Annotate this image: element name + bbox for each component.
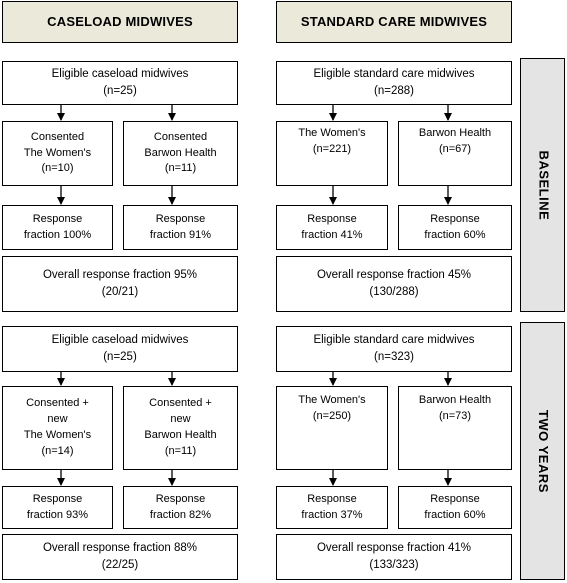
- box-count: (n=67): [438, 142, 472, 155]
- twoyears-standard-barwon-response-box: Response fraction 60%: [398, 486, 512, 529]
- box-text: Eligible caseload midwives: [51, 334, 189, 347]
- twoyears-caseload-overall-box: Overall response fraction 88% (22/25): [2, 534, 238, 580]
- box-text: Eligible standard care midwives: [313, 334, 475, 347]
- box-text: fraction 60%: [424, 508, 486, 521]
- baseline-caseload-barwon-box: Consented Barwon Health (n=11): [123, 121, 238, 186]
- box-count: (n=14): [41, 444, 74, 457]
- box-text: Consented: [153, 130, 208, 143]
- twoyears-standard-eligible-box: Eligible standard care midwives (n=323): [276, 326, 512, 372]
- baseline-caseload-womens-response-box: Response fraction 100%: [2, 205, 113, 250]
- box-text: fraction 91%: [149, 228, 212, 241]
- baseline-standard-overall-box: Overall response fraction 45% (130/288): [276, 256, 512, 312]
- box-count: (n=73): [438, 409, 472, 422]
- box-text: Response: [155, 492, 206, 505]
- twoyears-caseload-womens-response-box: Response fraction 93%: [2, 486, 113, 529]
- box-count: (n=250): [312, 409, 352, 422]
- box-text: Response: [32, 492, 83, 505]
- twoyears-standard-overall-box: Overall response fraction 41% (133/323): [276, 534, 512, 580]
- box-text: Barwon Health: [418, 394, 492, 406]
- box-count: (130/288): [369, 286, 419, 298]
- box-count: (n=25): [103, 85, 137, 97]
- standard-header: STANDARD CARE MIDWIVES: [276, 1, 512, 43]
- twoyears-caseload-barwon-box: Consented + new Barwon Health (n=11): [123, 386, 238, 470]
- box-text: Overall response fraction 45%: [316, 269, 472, 282]
- box-text: Overall response fraction 95%: [42, 269, 198, 282]
- baseline-standard-barwon-box: Barwon Health (n=67): [398, 121, 512, 186]
- twoyears-standard-womens-response-box: Response fraction 37%: [276, 486, 388, 529]
- caseload-header: CASELOAD MIDWIVES: [2, 1, 238, 43]
- box-text: Consented +: [26, 397, 89, 410]
- baseline-caseload-womens-box: Consented The Women's (n=10): [2, 121, 113, 186]
- baseline-caseload-eligible-box: Eligible caseload midwives (n=25): [2, 61, 238, 105]
- twoyears-standard-barwon-box: Barwon Health (n=73): [398, 386, 512, 470]
- box-text: Eligible standard care midwives: [313, 68, 475, 81]
- box-text: Barwon Health: [144, 429, 217, 441]
- baseline-standard-womens-response-box: Response fraction 41%: [276, 205, 388, 250]
- baseline-caseload-overall-box: Overall response fraction 95% (20/21): [2, 256, 238, 312]
- box-text: The Women's: [23, 146, 92, 159]
- box-text: Consented: [30, 130, 85, 143]
- box-text: Barwon Health: [418, 127, 492, 139]
- twoyears-caseload-eligible-box: Eligible caseload midwives (n=25): [2, 326, 238, 372]
- box-count: (n=288): [374, 85, 414, 97]
- box-text: Response: [32, 212, 83, 225]
- box-text: Barwon Health: [144, 146, 217, 159]
- box-text: new: [170, 413, 191, 426]
- box-text: Overall response fraction 88%: [42, 542, 198, 555]
- box-text: fraction 82%: [149, 508, 212, 521]
- box-text: The Women's: [23, 429, 92, 441]
- twoyears-caseload-barwon-response-box: Response fraction 82%: [123, 486, 238, 529]
- box-text: fraction 41%: [301, 228, 363, 241]
- box-text: The Women's: [298, 127, 366, 139]
- box-text: fraction 37%: [301, 508, 363, 521]
- twoyears-caseload-womens-box: Consented + new The Women's (n=14): [2, 386, 113, 470]
- box-text: Response: [430, 492, 480, 505]
- baseline-standard-womens-box: The Women's (n=221): [276, 121, 388, 186]
- box-text: Response: [430, 212, 480, 225]
- twoyears-standard-womens-box: The Women's (n=250): [276, 386, 388, 470]
- box-count: (n=323): [374, 351, 414, 363]
- box-text: Response: [307, 492, 357, 505]
- box-text: The Women's: [298, 394, 366, 406]
- box-count: (n=221): [312, 142, 352, 155]
- baseline-standard-barwon-response-box: Response fraction 60%: [398, 205, 512, 250]
- box-text: fraction 100%: [23, 228, 92, 241]
- phase-label-two-years: TWO YEARS: [520, 322, 565, 580]
- box-text: Response: [307, 212, 357, 225]
- box-text: new: [47, 413, 68, 426]
- box-text: fraction 60%: [424, 228, 486, 241]
- box-text: Overall response fraction 41%: [316, 542, 472, 555]
- box-count: (n=10): [41, 162, 74, 175]
- box-text: Response: [155, 212, 206, 225]
- box-count: (133/323): [369, 559, 419, 571]
- box-count: (n=11): [164, 444, 197, 457]
- standard-header-label: STANDARD CARE MIDWIVES: [300, 13, 488, 29]
- box-text: Consented +: [149, 397, 212, 410]
- baseline-caseload-barwon-response-box: Response fraction 91%: [123, 205, 238, 250]
- box-count: (20/21): [101, 286, 139, 298]
- phase-label-baseline: BASELINE: [520, 58, 565, 312]
- box-count: (n=11): [164, 162, 197, 175]
- box-text: fraction 93%: [26, 508, 89, 521]
- box-count: (22/25): [101, 559, 139, 571]
- baseline-standard-eligible-box: Eligible standard care midwives (n=288): [276, 61, 512, 105]
- box-count: (n=25): [103, 351, 137, 363]
- box-text: Eligible caseload midwives: [51, 68, 189, 81]
- caseload-header-label: CASELOAD MIDWIVES: [47, 13, 193, 29]
